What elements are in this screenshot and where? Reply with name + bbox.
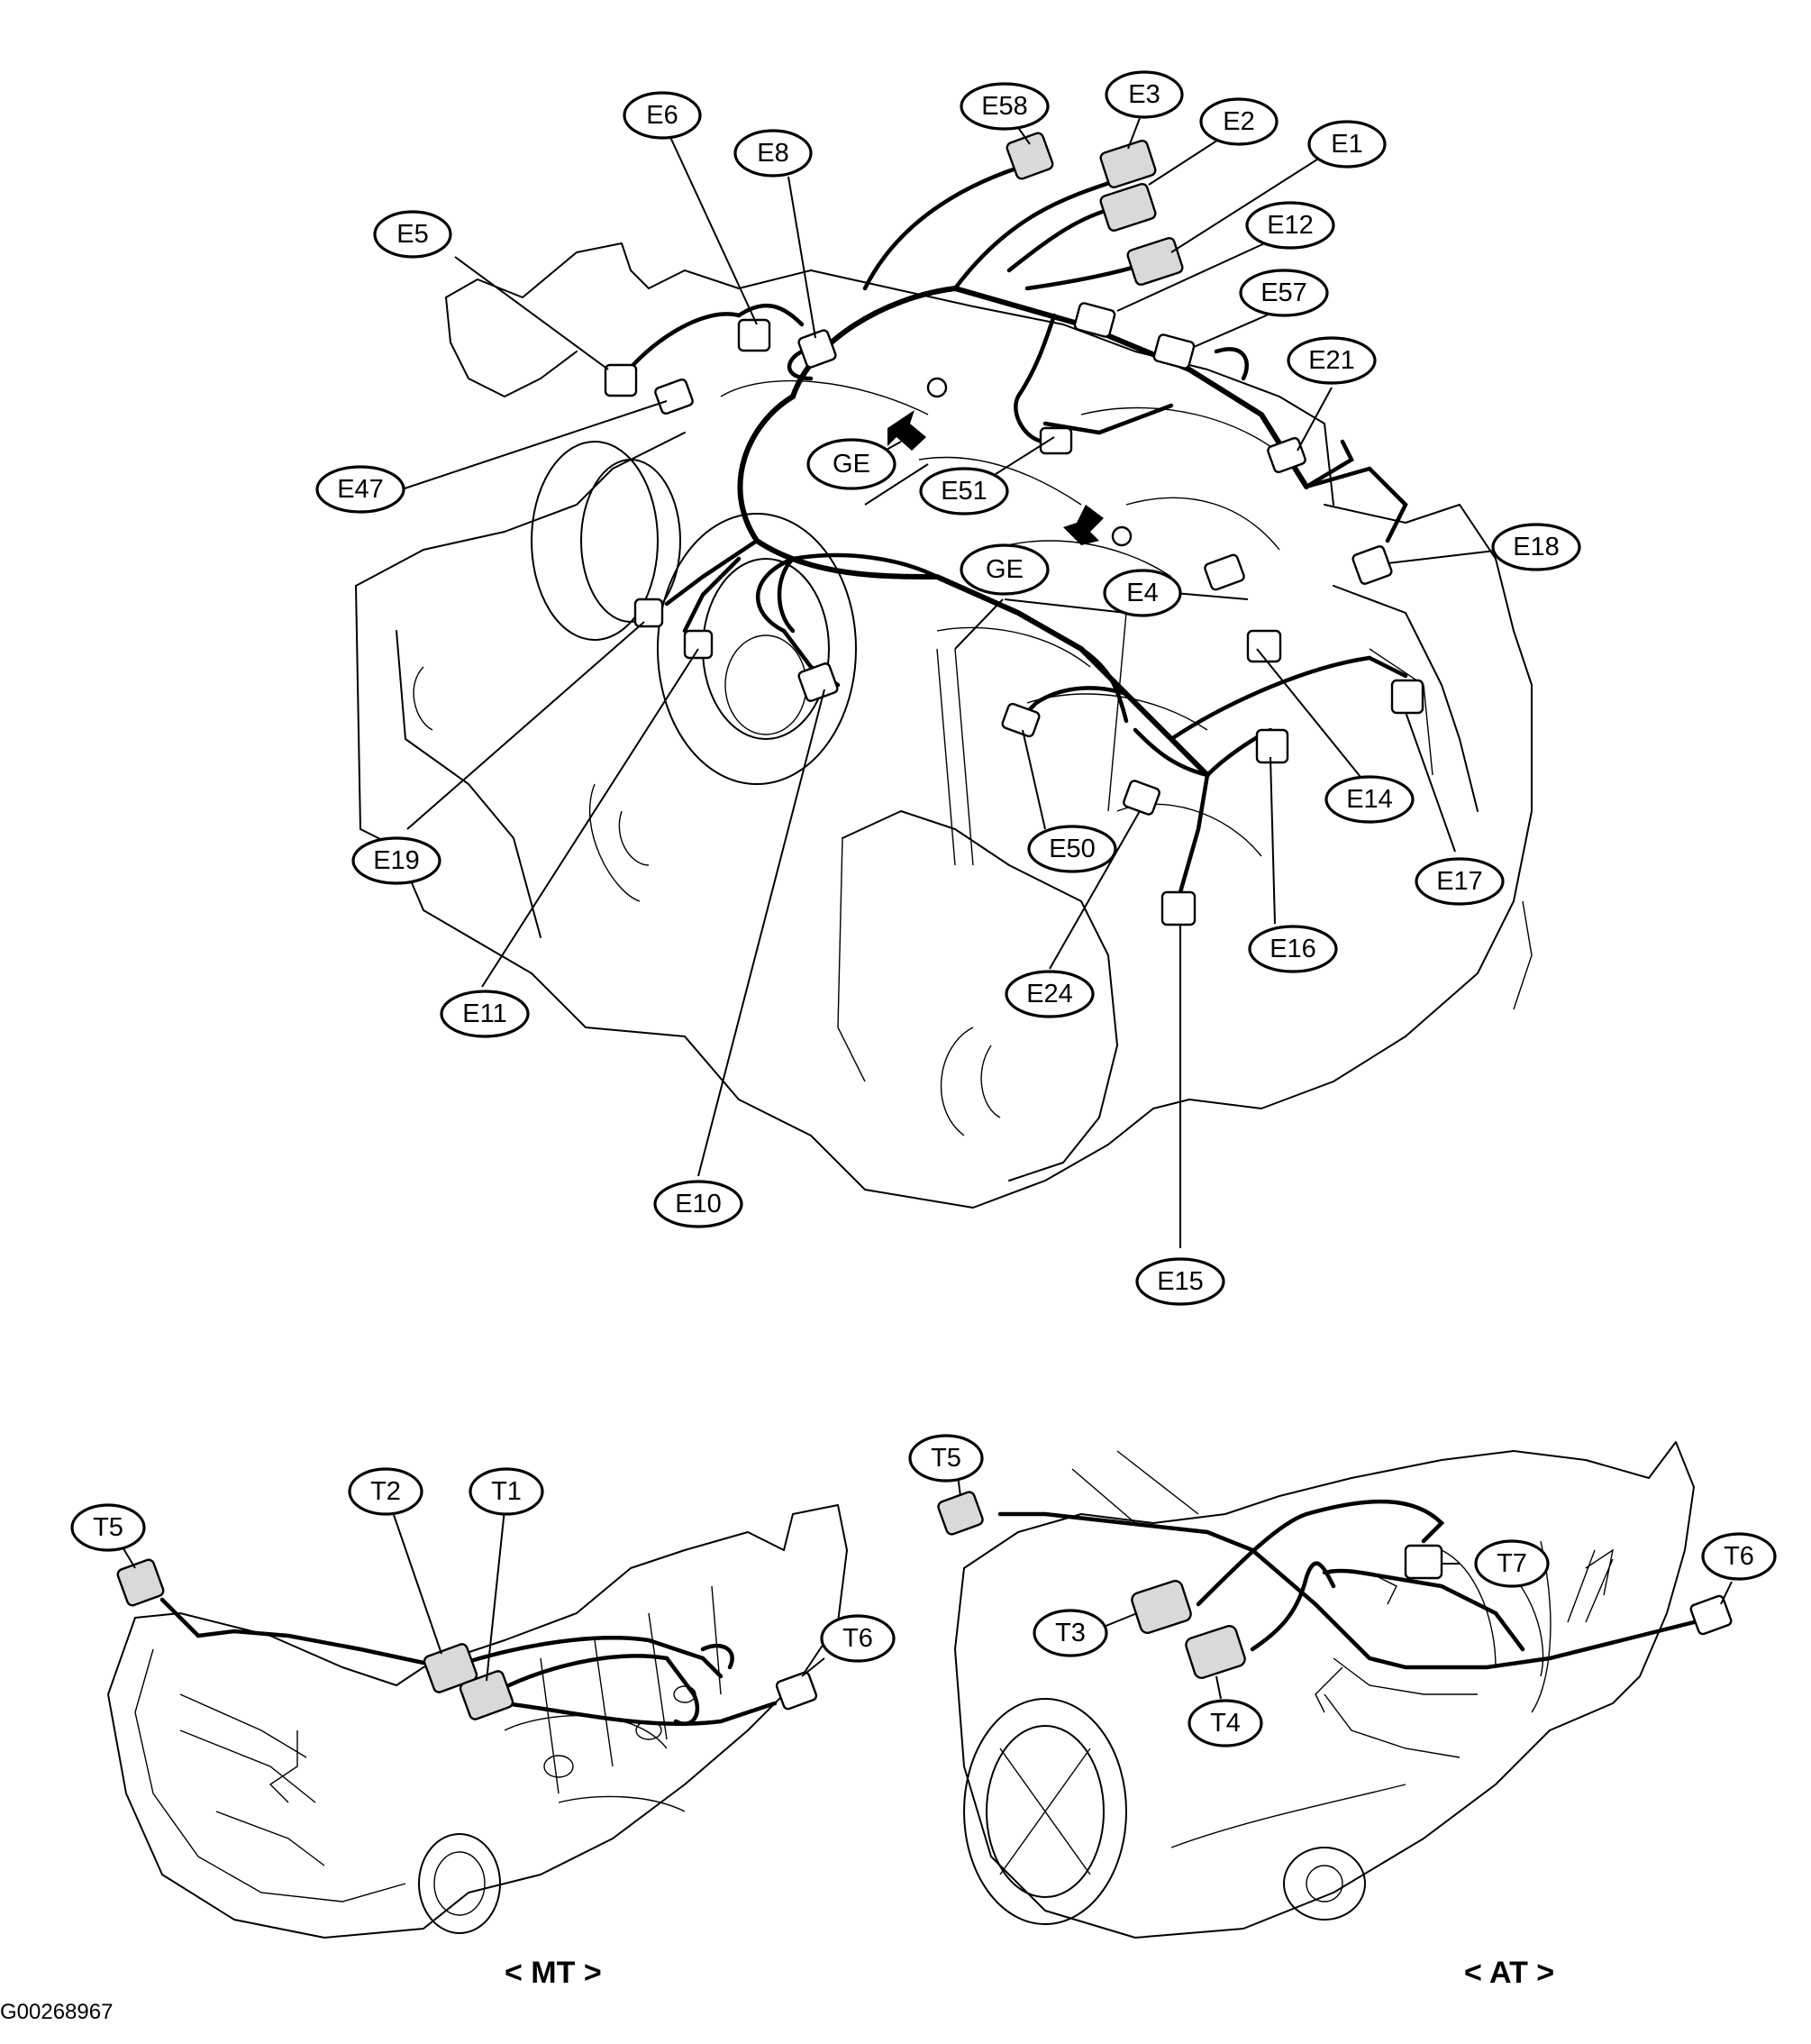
svg-text:E5: E5 (396, 220, 428, 249)
svg-text:GE: GE (986, 555, 1024, 584)
callout-e5: E5 (373, 210, 452, 259)
callout-e4: E4 (1103, 569, 1182, 617)
svg-text:T2: T2 (370, 1477, 401, 1506)
callout-e18: E18 (1491, 523, 1581, 571)
callout-t1: T1 (469, 1467, 544, 1516)
callout-e15: E15 (1135, 1257, 1225, 1306)
svg-text:E19: E19 (373, 846, 420, 875)
callout-t3: T3 (1033, 1609, 1108, 1657)
callout-ge-upper: GE (806, 438, 896, 490)
callout-e19: E19 (351, 836, 441, 885)
svg-text:E3: E3 (1128, 80, 1160, 109)
svg-text:E51: E51 (941, 477, 987, 506)
callout-e58: E58 (960, 82, 1050, 131)
callout-e50: E50 (1027, 825, 1117, 873)
svg-text:E21: E21 (1308, 346, 1355, 375)
svg-text:E14: E14 (1346, 785, 1393, 814)
svg-text:E15: E15 (1157, 1267, 1204, 1296)
at-transmission-outline (937, 1441, 1733, 1939)
svg-text:T6: T6 (1724, 1542, 1754, 1571)
callout-e24: E24 (1005, 970, 1095, 1018)
svg-text:E8: E8 (757, 139, 788, 168)
engine-harness (619, 160, 1408, 895)
svg-text:E16: E16 (1270, 935, 1316, 963)
callout-e51: E51 (919, 467, 1009, 516)
callout-e57: E57 (1239, 269, 1329, 317)
callout-e47: E47 (315, 465, 405, 514)
svg-text:T1: T1 (491, 1477, 522, 1506)
callout-t5-mt: T5 (70, 1503, 146, 1552)
callout-e12: E12 (1245, 201, 1335, 250)
callout-e8: E8 (733, 129, 813, 178)
caption-mt: < MT > (505, 1956, 602, 1990)
callout-t6-mt: T6 (820, 1614, 896, 1663)
callout-t4: T4 (1188, 1699, 1263, 1747)
svg-text:E18: E18 (1513, 533, 1560, 561)
callout-e16: E16 (1248, 925, 1338, 973)
svg-text:E1: E1 (1331, 130, 1362, 159)
svg-text:T7: T7 (1497, 1549, 1527, 1578)
callout-e17: E17 (1415, 857, 1505, 906)
callout-e6: E6 (623, 91, 702, 140)
svg-text:E4: E4 (1126, 579, 1158, 607)
caption-at: < AT > (1464, 1956, 1554, 1990)
mt-transmission-outline (107, 1504, 848, 1939)
callout-e10: E10 (653, 1180, 743, 1228)
svg-text:T3: T3 (1055, 1619, 1086, 1647)
svg-text:GE: GE (833, 450, 870, 479)
callout-e1: E1 (1307, 120, 1387, 169)
svg-text:T4: T4 (1210, 1709, 1241, 1738)
arrow-icon (887, 410, 1104, 545)
svg-text:T6: T6 (842, 1624, 873, 1653)
svg-text:E11: E11 (462, 999, 506, 1028)
svg-text:E6: E6 (646, 101, 678, 130)
svg-text:T5: T5 (93, 1513, 123, 1542)
callout-e11: E11 (440, 990, 530, 1038)
svg-text:E47: E47 (337, 475, 384, 504)
callout-t6-at: T6 (1701, 1532, 1777, 1581)
mt-leader-lines (121, 1509, 825, 1682)
svg-text:E24: E24 (1026, 980, 1073, 1008)
svg-text:E10: E10 (675, 1190, 722, 1218)
svg-text:E50: E50 (1049, 835, 1096, 863)
callout-ge-lower: GE (960, 543, 1050, 596)
callout-e3: E3 (1105, 70, 1184, 119)
at-leader-lines (956, 1468, 1733, 1700)
svg-text:E2: E2 (1223, 107, 1254, 136)
leader-lines (396, 105, 1504, 1248)
callout-e21: E21 (1287, 336, 1377, 385)
callout-t7: T7 (1474, 1539, 1550, 1588)
callout-t5-at: T5 (908, 1434, 984, 1483)
callout-e14: E14 (1324, 775, 1415, 824)
engine-connectors (604, 132, 1424, 926)
callout-t2: T2 (348, 1467, 423, 1516)
document-id: G00268967 (0, 2000, 113, 2024)
callout-e2: E2 (1199, 97, 1279, 146)
svg-text:T5: T5 (931, 1444, 961, 1473)
svg-text:E12: E12 (1267, 211, 1314, 240)
svg-text:E58: E58 (981, 92, 1028, 121)
svg-text:E17: E17 (1436, 867, 1483, 896)
svg-text:E57: E57 (1260, 278, 1307, 307)
engine-outline (355, 242, 1533, 1209)
